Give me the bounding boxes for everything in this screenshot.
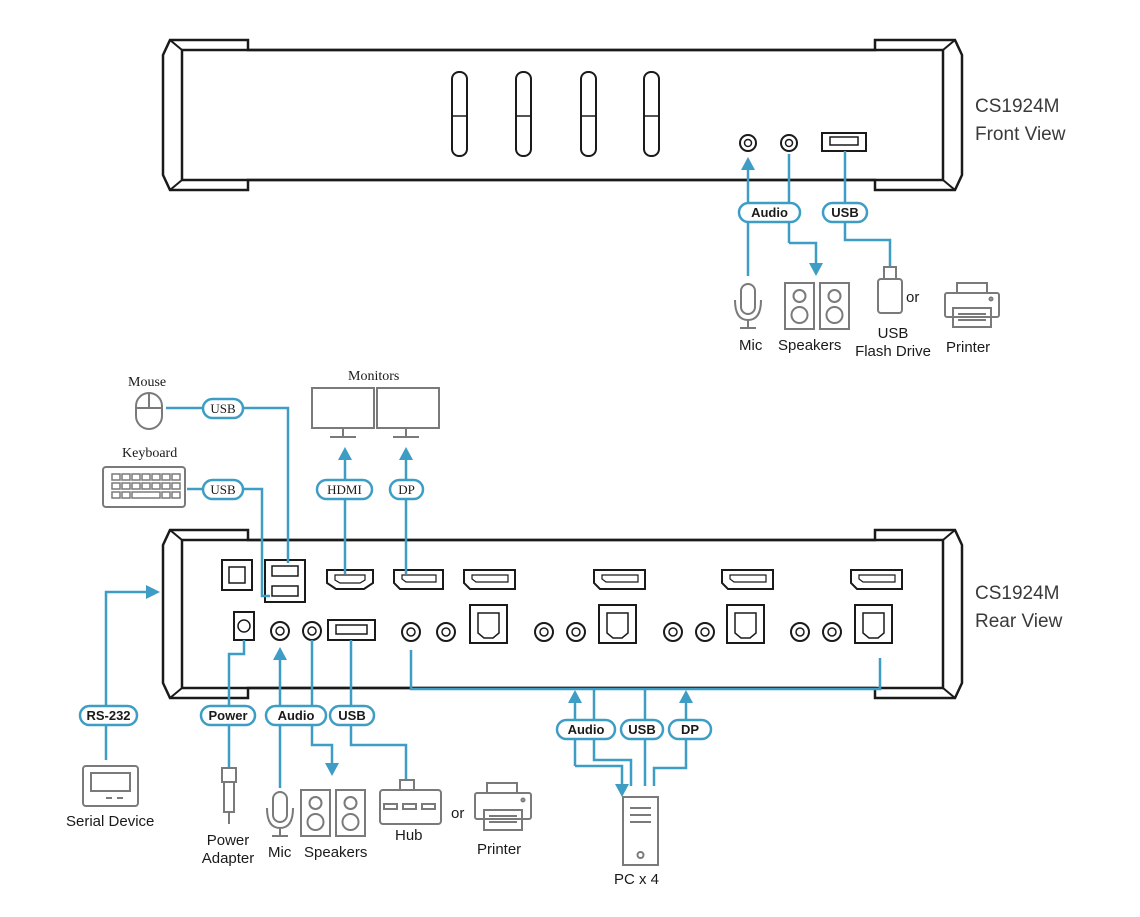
serial-device-icon [82, 765, 139, 807]
hdmi-pill: HDMI [315, 478, 374, 501]
keyboard-icon [102, 466, 186, 508]
speakers-icon [784, 282, 850, 330]
rear-unit [161, 528, 964, 700]
front-subtitle: Front View [975, 124, 1066, 145]
pc-port-groups [401, 604, 893, 644]
printer-icon [944, 282, 1000, 328]
usb-flash-drive-icon [877, 266, 903, 314]
power-adapter-label-1: Power [207, 832, 250, 849]
svg-text:USB: USB [628, 722, 655, 737]
front-cables [746, 151, 892, 276]
front-unit [161, 38, 964, 192]
monitors-label: Monitors [348, 369, 399, 384]
monitor-icon-1 [311, 387, 375, 438]
front-audio-pill: Audio [737, 201, 802, 224]
front-or-label: or [906, 289, 919, 306]
mouse-usb-pill: USB [201, 397, 245, 420]
rear-mic-icon [266, 791, 294, 837]
usb-flash-label-2: Flash Drive [855, 343, 931, 360]
console-usb-ports [264, 559, 306, 603]
dp-pill-monitor: DP [388, 478, 425, 501]
hub-icon [379, 779, 442, 825]
power-pill: Power [199, 704, 257, 727]
pc-dp-pill: DP [667, 718, 713, 741]
mic-icon [734, 283, 762, 329]
rs232-port [221, 559, 253, 591]
keyboard-label: Keyboard [122, 446, 177, 461]
svg-text:USB: USB [338, 708, 365, 723]
rear-printer-icon [474, 782, 532, 831]
svg-text:Audio: Audio [751, 205, 788, 220]
rear-audio-pill: Audio [264, 704, 328, 727]
front-speaker-jack [780, 134, 798, 152]
mouse-icon [135, 392, 163, 430]
front-mic-label: Mic [739, 337, 763, 354]
pc-tower-icon [622, 796, 659, 866]
rear-arrowheads [146, 447, 693, 797]
rear-printer-label: Printer [477, 841, 521, 858]
svg-text:USB: USB [831, 205, 858, 220]
front-usb-pill: USB [821, 201, 869, 224]
front-mic-jack [739, 134, 757, 152]
rear-speakers-icon [300, 789, 366, 837]
usb-flash-label-1: USB [878, 325, 909, 342]
rear-title: CS1924M [975, 583, 1060, 604]
keyboard-usb-pill: USB [201, 478, 245, 501]
svg-text:USB: USB [210, 401, 236, 416]
front-title: CS1924M [975, 96, 1060, 117]
pc-audio-pill: Audio [555, 718, 617, 741]
rear-usb-pill: USB [328, 704, 376, 727]
mouse-label: Mouse [128, 375, 166, 390]
rear-or-label: or [451, 805, 464, 822]
console-hdmi-port [326, 569, 374, 590]
rs232-pill: RS-232 [78, 704, 139, 727]
svg-text:Power: Power [208, 708, 247, 723]
hub-label: Hub [395, 827, 423, 844]
front-printer-label: Printer [946, 339, 990, 356]
front-speakers-label: Speakers [778, 337, 841, 354]
svg-text:USB: USB [210, 482, 236, 497]
port-selector-buttons [451, 71, 660, 157]
power-adapter-icon [221, 767, 237, 824]
svg-text:DP: DP [398, 482, 415, 497]
svg-text:HDMI: HDMI [327, 482, 362, 497]
rear-mic-label: Mic [268, 844, 292, 861]
pc-label: PC x 4 [614, 871, 659, 888]
svg-text:Audio: Audio [568, 722, 605, 737]
serial-device-label: Serial Device [66, 813, 154, 830]
rear-subtitle: Rear View [975, 611, 1063, 632]
dp-ports [393, 569, 903, 590]
svg-text:DP: DP [681, 722, 699, 737]
svg-text:Audio: Audio [278, 708, 315, 723]
monitor-icon-2 [376, 387, 440, 438]
rear-speakers-label: Speakers [304, 844, 367, 861]
power-adapter-label-2: Adapter [202, 850, 255, 867]
pc-usb-pill: USB [619, 718, 665, 741]
svg-text:RS-232: RS-232 [86, 708, 130, 723]
